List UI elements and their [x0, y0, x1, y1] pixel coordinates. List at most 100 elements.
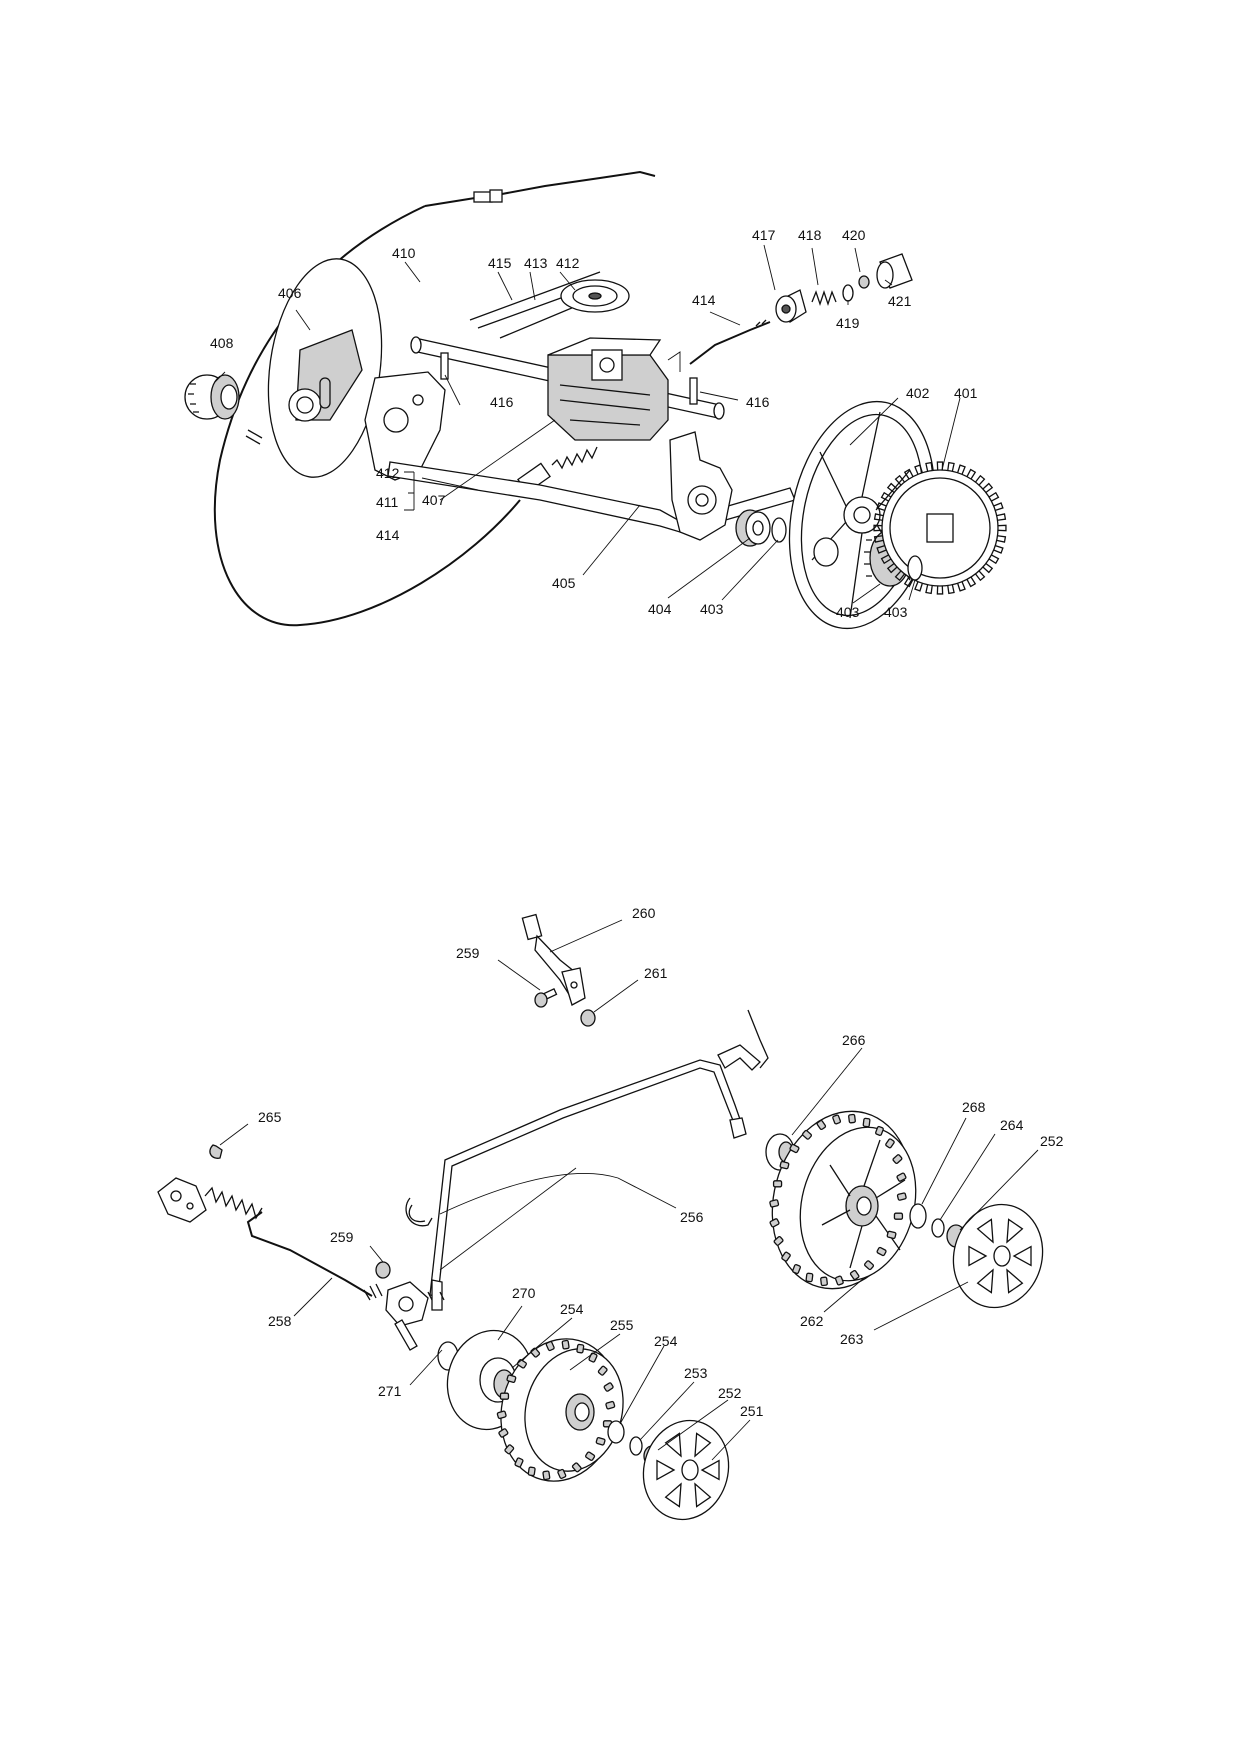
wheel-263	[769, 1110, 917, 1290]
label-401: 401	[954, 385, 978, 401]
hubcap-spoke	[976, 1218, 994, 1244]
tread-block	[805, 1272, 814, 1283]
label-262: 261	[644, 965, 668, 981]
tread-block	[499, 1392, 510, 1400]
hubcap-spoke	[1006, 1268, 1024, 1294]
nut-262	[580, 1009, 596, 1027]
tread-block	[848, 1113, 856, 1124]
hubcap-spoke	[656, 1459, 676, 1481]
hubcap-spoke	[664, 1482, 682, 1508]
gear-tooth	[997, 524, 1007, 532]
gear-tooth	[914, 581, 923, 592]
washer-253	[629, 1436, 643, 1456]
tread-block	[834, 1275, 844, 1286]
tread-block	[585, 1451, 596, 1461]
label-253: 253	[684, 1365, 708, 1381]
tread-block	[571, 1462, 582, 1473]
pulley-cover-406	[267, 258, 383, 478]
leaders-lower	[219, 919, 1039, 1461]
gear-tooth	[925, 461, 933, 472]
label-402: 402	[906, 385, 930, 401]
gear-tooth	[993, 545, 1004, 554]
label-410: 410	[392, 245, 416, 261]
tread-block	[896, 1172, 907, 1182]
gear-tooth	[894, 474, 906, 486]
link-rod-258	[157, 1177, 383, 1301]
hubcap-spoke	[694, 1432, 712, 1458]
tread-block	[542, 1470, 551, 1481]
gear-tooth	[876, 545, 887, 554]
gear-teeth	[873, 461, 1007, 595]
label-252-front: 252	[718, 1385, 742, 1401]
label-420: 420	[842, 227, 866, 243]
hubcap-251	[642, 1419, 730, 1521]
tread-block	[498, 1428, 509, 1438]
gear-tooth	[873, 513, 884, 521]
bearing-405	[735, 509, 771, 547]
label-264: 263	[840, 1331, 864, 1347]
tread-block	[849, 1269, 860, 1281]
label-417: 417	[752, 227, 776, 243]
label-414-top: 414	[692, 292, 716, 308]
tread-block	[801, 1129, 812, 1140]
gear-tooth	[988, 491, 1000, 502]
label-411: 407	[422, 492, 446, 508]
label-412-top: 412	[556, 255, 580, 271]
label-413-top: 413	[524, 255, 548, 271]
label-419: 419	[836, 315, 860, 331]
tread-block	[816, 1119, 827, 1131]
tread-block	[779, 1160, 790, 1170]
tread-block	[892, 1154, 903, 1165]
washer-268	[909, 1203, 927, 1229]
tread-block	[820, 1276, 828, 1287]
gear-tooth	[936, 585, 944, 595]
label-268-top: 266	[842, 1032, 866, 1048]
tread-block	[769, 1218, 780, 1228]
label-258: 258	[268, 1313, 292, 1329]
tread-block	[864, 1260, 875, 1271]
right-bracket	[669, 431, 733, 541]
gear-tooth	[880, 554, 892, 565]
gear-tooth	[886, 562, 898, 574]
tread-block	[514, 1457, 524, 1468]
pin-416-left	[440, 352, 449, 380]
tread-block	[603, 1382, 614, 1392]
label-255: 255	[610, 1317, 634, 1333]
hubcap-spoke	[1006, 1218, 1024, 1244]
bushing-408	[184, 374, 240, 420]
hubcap-spokes-264	[968, 1218, 1032, 1294]
gear-tooth	[982, 562, 994, 574]
label-256: 256	[680, 1209, 704, 1225]
gear-tooth	[903, 468, 914, 480]
upper-assembly: 410 406 408 415 413 412 414 416 416 417 …	[184, 170, 1007, 630]
lower-assembly: 260 259 261 266 268 264 252 265 256 259 …	[157, 905, 1064, 1521]
nut-420	[858, 275, 870, 289]
gear-tooth	[947, 584, 955, 595]
label-416-right: 416	[746, 394, 770, 410]
label-252-rear: 252	[1040, 1133, 1064, 1149]
wheel-tread-263	[769, 1113, 907, 1287]
label-270: 270	[512, 1285, 536, 1301]
spring-418	[811, 289, 837, 307]
belt-pulley-412	[469, 271, 630, 339]
washer-419	[842, 284, 854, 302]
gear-tooth	[886, 482, 898, 494]
tread-block	[597, 1365, 608, 1376]
washer-265	[931, 1218, 945, 1238]
gear-tooth	[876, 502, 887, 511]
label-254-right: 254	[654, 1333, 678, 1349]
gear-tooth	[982, 482, 994, 494]
wheel-255	[496, 1338, 624, 1482]
tread-block	[885, 1138, 895, 1149]
tread-block	[896, 1192, 907, 1201]
label-407: 405	[552, 575, 576, 591]
pin-416-right	[689, 377, 698, 405]
gear-tooth	[936, 461, 944, 471]
bolt-260	[534, 988, 558, 1008]
tread-block	[832, 1114, 842, 1125]
gear-tooth	[974, 474, 986, 486]
hubcap-264	[952, 1203, 1044, 1309]
hubcap-spoke	[976, 1268, 994, 1294]
rod-414	[689, 319, 771, 365]
